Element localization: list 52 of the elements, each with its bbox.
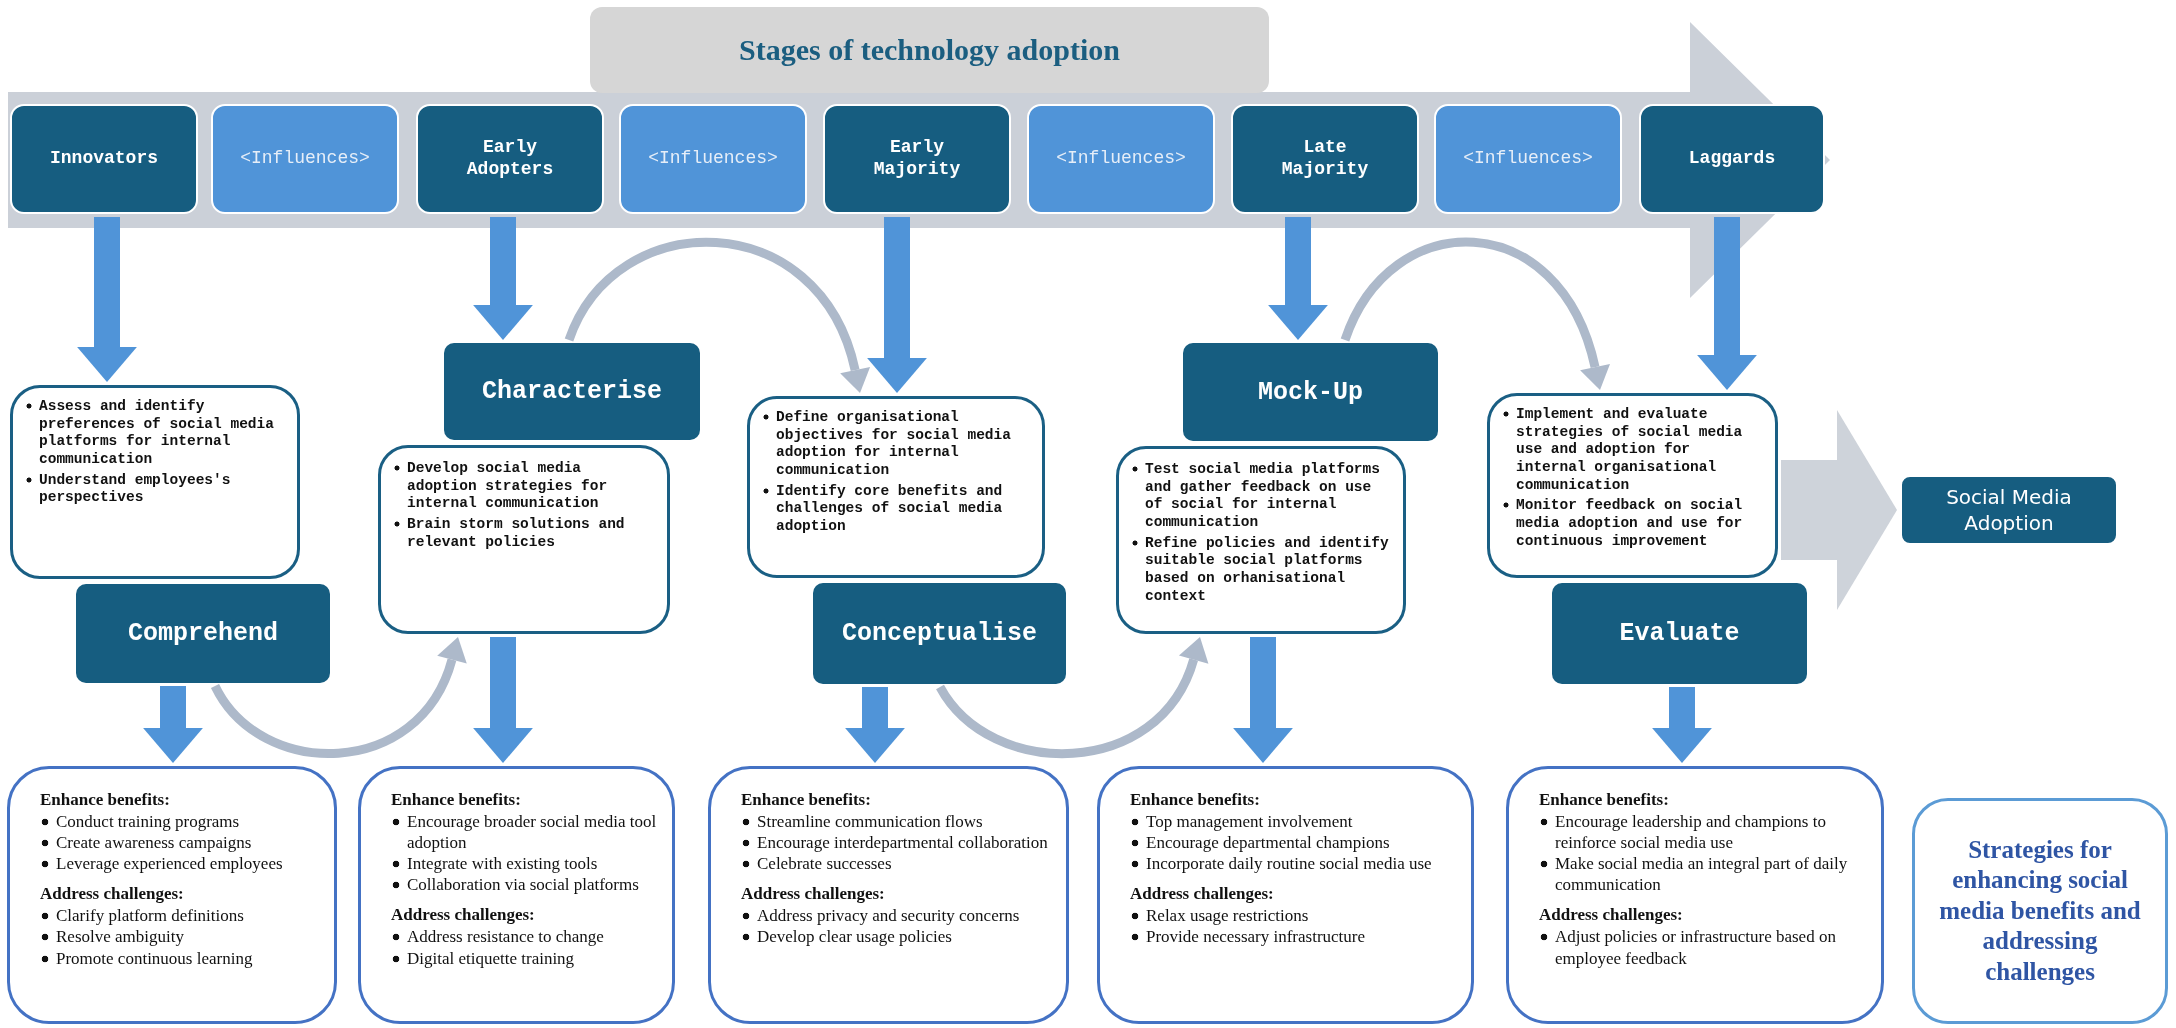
phase-header: Conceptualise xyxy=(813,583,1066,684)
section-heading: Enhance benefits: xyxy=(1539,789,1670,811)
stage-box: Innovators xyxy=(10,104,198,214)
stage-box: <Influences> xyxy=(211,104,399,214)
stage-box: Early Adopters xyxy=(416,104,604,214)
phase-card xyxy=(10,385,300,579)
block-arrow xyxy=(1268,217,1328,340)
title: Stages of technology adoption xyxy=(590,7,1269,93)
block-arrow xyxy=(77,217,137,382)
section-heading: Address challenges: xyxy=(741,883,886,905)
strategy-note: Strategies for enhancing social media benefits and addressing challenges xyxy=(1912,798,2168,1024)
section-heading: Address challenges: xyxy=(40,883,185,905)
strategy-card xyxy=(7,766,337,1024)
block-arrow xyxy=(1781,410,1897,610)
goal-box: Social Media Adoption xyxy=(1900,475,2118,545)
stage-box: <Influences> xyxy=(1434,104,1622,214)
phase-card xyxy=(747,396,1045,578)
phase-card xyxy=(1487,393,1778,578)
section-heading: Enhance benefits: xyxy=(391,789,522,811)
stage-box: Laggards xyxy=(1639,104,1825,214)
phase-header: Characterise xyxy=(444,343,700,440)
block-arrow xyxy=(1652,687,1712,763)
stage-box: <Influences> xyxy=(619,104,807,214)
phase-card xyxy=(378,445,670,634)
curved-arrow xyxy=(936,637,1208,758)
block-arrow xyxy=(845,687,905,763)
strategy-card xyxy=(358,766,675,1024)
block-arrow xyxy=(1233,637,1293,763)
stage-box: Late Majority xyxy=(1231,104,1419,214)
curved-arrow xyxy=(1340,237,1610,390)
section-heading: Enhance benefits: xyxy=(1130,789,1261,811)
curved-arrow xyxy=(211,637,467,758)
strategy-card xyxy=(1506,766,1884,1024)
block-arrow xyxy=(1697,217,1757,390)
section-heading: Enhance benefits: xyxy=(40,789,171,811)
section-heading: Address challenges: xyxy=(1539,904,1684,926)
section-heading: Address challenges: xyxy=(391,904,536,926)
block-arrow xyxy=(473,217,533,340)
stage-box: Early Majority xyxy=(823,104,1011,214)
section-heading: Address challenges: xyxy=(1130,883,1275,905)
block-arrow xyxy=(867,217,927,393)
block-arrow xyxy=(473,637,533,763)
curved-arrow xyxy=(564,238,870,393)
phase-header: Mock-Up xyxy=(1183,343,1438,441)
strategy-card xyxy=(708,766,1069,1024)
stage-box: <Influences> xyxy=(1027,104,1215,214)
phase-header: Evaluate xyxy=(1552,583,1807,684)
phase-header: Comprehend xyxy=(76,584,330,683)
strategy-card xyxy=(1097,766,1474,1024)
block-arrow xyxy=(143,686,203,763)
phase-card xyxy=(1116,446,1406,634)
section-heading: Enhance benefits: xyxy=(741,789,872,811)
